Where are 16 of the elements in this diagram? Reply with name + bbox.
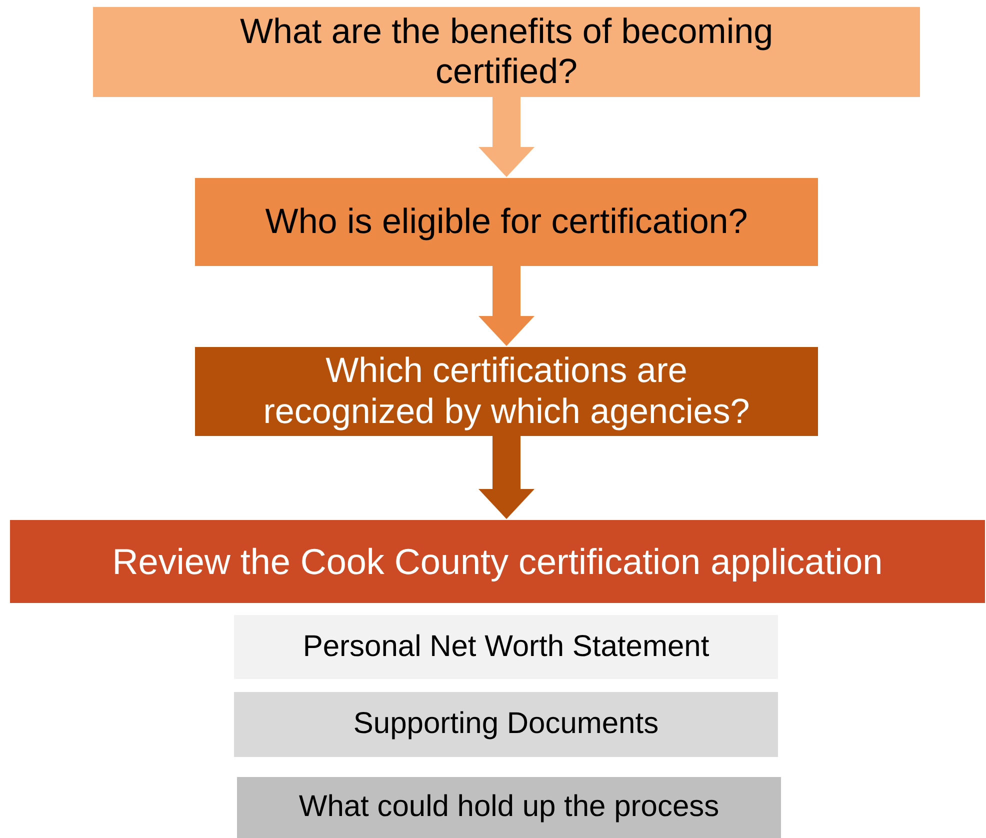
process-box bbox=[195, 347, 818, 436]
process-box bbox=[93, 7, 920, 97]
box-label: Who is eligible for certification? bbox=[265, 202, 748, 242]
box-label: Personal Net Worth Statement bbox=[302, 630, 710, 664]
box-label: Supporting Documents bbox=[353, 707, 659, 742]
block-arrow bbox=[478, 436, 534, 519]
process-box bbox=[234, 692, 778, 757]
box-label: What could hold up the process bbox=[298, 790, 720, 825]
box-label: Which certifications are recognized by which agencies? bbox=[262, 351, 751, 432]
block-arrow bbox=[478, 97, 534, 177]
process-box bbox=[10, 520, 985, 603]
box-label: What are the benefits of becoming certified? bbox=[238, 12, 774, 92]
process-box bbox=[195, 178, 818, 266]
box-label: Review the Cook County certification application bbox=[112, 540, 883, 582]
process-box bbox=[237, 777, 781, 838]
block-arrow bbox=[478, 266, 534, 346]
